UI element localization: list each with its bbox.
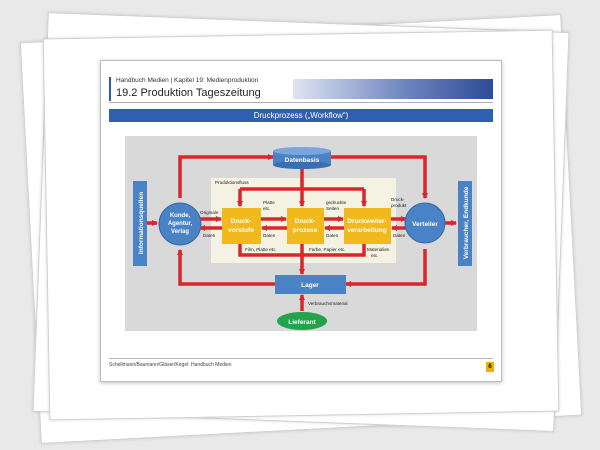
verteiler-circle [404,202,446,244]
gedruckte-label-1: gedruckte [326,200,347,205]
verbraucher-label: Verbraucher, Endkunde [463,186,470,259]
druckprodukt-label-2: produkt [391,203,407,208]
verbraucher-bar [458,181,472,266]
informationsquellen-bar [133,181,147,266]
slide: Handbuch Medien | Kapitel 19: Medienprod… [100,60,502,382]
arrow-kunde-to-datenbasis [178,154,274,198]
daten-label-1: Daten [203,233,216,238]
originale-label: Originale [200,210,219,215]
lieferant-label: Lieferant [288,319,316,326]
informationsquellen-label: Informationsquellen [138,192,145,254]
druckprozess-label-2: prozess [293,227,318,234]
druckprozess-label-1: Druck- [295,218,316,225]
druckweiter-label-1: Druckweiter- [347,218,386,225]
lager-box [275,275,346,294]
druckvorstufe-box [222,208,261,244]
materialien-label-1: Materialien [367,247,390,252]
druckweiter-label-2: verarbeitung [347,227,386,234]
film-label: Film, Platte etc. [245,247,277,252]
druckvorstufe-label-1: Druck- [231,218,252,225]
produktionsfluss-label: Produktionsfluss [215,180,249,185]
druckprodukt-label-1: Druck- [391,197,405,202]
datenbasis-database [273,147,331,169]
druckprozess-box [287,208,324,244]
datenbasis-label: Datenbasis [285,157,320,164]
page-title: 19.2 Produktion Tageszeitung [116,87,261,99]
header-gradient [293,79,493,99]
daten-label-4: Daten [393,233,406,238]
lager-label: Lager [301,282,319,289]
daten-label-3: Daten [326,233,339,238]
platte-label-1: Platte [263,200,275,205]
diagram-banner: Druckprozess („Workflow“) [109,109,493,122]
kunde-label-1: Kunde, [170,213,191,219]
header-breadcrumb: Handbuch Medien | Kapitel 19: Medienprod… [116,77,259,84]
daten-label-2: Daten [263,233,276,238]
arrow-lager-to-kunde [177,249,275,286]
header-divider [109,102,493,103]
kunde-label-3: Verlag [171,229,189,235]
kunde-label-2: Agentur, [168,221,193,227]
druckweiterverarbeitung-box [344,208,391,244]
gedruckte-label-2: Seiten [326,206,339,211]
materialien-label-2: etc. [371,253,378,258]
kunde-circle [158,202,202,246]
footer-divider [109,358,493,359]
lieferant-oval [277,312,327,330]
verteiler-label: Verteiler [412,221,438,228]
header-accent-bar [109,77,111,101]
footer-authors: Schellmann/Baumann/Gläser/Kegel: Handbuc… [109,362,232,368]
druckvorstufe-label-2: vorstufe [228,227,254,234]
arrow-verteiler-to-lager [345,249,427,287]
arrow-datenbasis-to-verteiler [331,155,428,199]
platte-label-2: etc. [263,206,270,211]
workflow-diagram: Datenbasis Kunde, Agentur, Verlag Vertei… [125,136,477,331]
page-number: 6 [486,362,494,372]
verbrauchsmaterial-label: Verbrauchsmaterial [308,301,348,306]
farbe-label: Farbe, Papier etc. [309,247,346,252]
